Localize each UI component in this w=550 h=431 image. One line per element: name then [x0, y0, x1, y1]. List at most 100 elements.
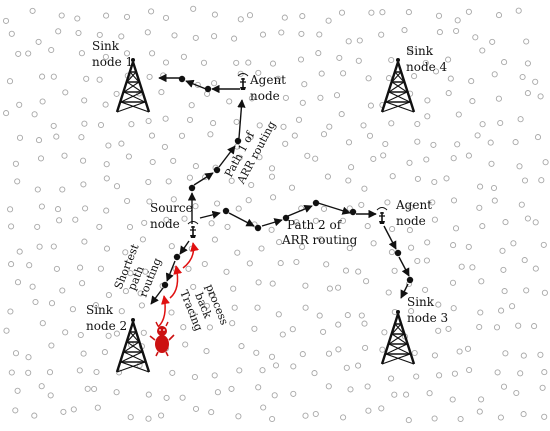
- sensor-node: [450, 242, 457, 249]
- sensor-node: [103, 12, 110, 19]
- sensor-node: [271, 392, 278, 399]
- sensor-node: [293, 219, 300, 226]
- sensor-node: [211, 80, 218, 87]
- sensor-node: [521, 177, 529, 184]
- sensor-node: [474, 132, 481, 139]
- sensor-node: [465, 243, 472, 250]
- sensor-node: [236, 367, 243, 374]
- sensor-node: [280, 123, 287, 130]
- sensor-node: [125, 153, 132, 160]
- sensor-node: [231, 35, 238, 42]
- sensor-node: [277, 260, 284, 267]
- sensor-node: [452, 225, 460, 232]
- sensor-node: [162, 115, 169, 122]
- sensor-node: [72, 216, 79, 223]
- sensor-node: [127, 414, 134, 421]
- sensor-node: [78, 134, 85, 141]
- sensor-node: [113, 90, 120, 97]
- svg-text:Path 2 of: Path 2 of: [287, 218, 343, 232]
- sensor-node: [179, 394, 186, 401]
- sensor-node: [81, 120, 88, 127]
- sensor-node: [301, 81, 308, 88]
- sensor-node: [276, 239, 283, 246]
- sensor-node: [102, 53, 109, 60]
- sensor-node: [224, 223, 231, 230]
- sensor-node: [406, 227, 413, 234]
- sensor-node: [80, 181, 87, 188]
- sensor-node: [53, 265, 60, 272]
- sensor-node: [76, 367, 83, 374]
- sensor-node: [256, 154, 263, 161]
- sensor-node: [380, 152, 387, 159]
- sensor-node: [509, 303, 516, 310]
- sensor-node: [203, 302, 210, 309]
- sensor-node: [335, 284, 342, 291]
- svg-text:Sink: Sink: [406, 44, 434, 58]
- sensor-node: [170, 157, 177, 164]
- sensor-node: [127, 270, 134, 277]
- sensor-node: [424, 239, 431, 246]
- sensor-node: [36, 243, 43, 250]
- svg-text:Sink: Sink: [86, 303, 114, 317]
- sensor-node: [317, 94, 324, 101]
- sensor-node: [171, 32, 178, 39]
- sensor-node: [214, 389, 221, 396]
- sensor-node: [324, 173, 331, 180]
- path-2-label: Path 2 of ARR routing: [281, 218, 358, 247]
- sensor-node: [457, 415, 464, 423]
- sensor-node: [502, 219, 509, 226]
- sensor-node: [379, 346, 386, 353]
- sensor-node: [524, 90, 531, 97]
- sensor-node: [81, 97, 88, 104]
- sensor-node: [254, 304, 261, 311]
- sensor-node: [148, 132, 156, 139]
- sensor-node: [389, 225, 396, 233]
- sensor-node: [207, 131, 214, 138]
- sensor-node: [520, 352, 527, 359]
- sensor-node: [429, 199, 436, 206]
- sensor-node: [445, 325, 452, 332]
- sensor-node: [519, 73, 526, 81]
- sensor-node: [96, 31, 103, 38]
- sensor-node: [478, 278, 485, 285]
- sensor-node: [29, 7, 36, 14]
- sensor-node: [48, 46, 55, 54]
- sensor-node: [472, 34, 479, 41]
- sensor-node: [521, 257, 528, 264]
- sensor-node: [54, 206, 62, 213]
- sensor-node: [320, 205, 328, 212]
- sensor-node: [356, 37, 363, 44]
- sensor-node: [299, 13, 306, 20]
- sensor-node: [113, 183, 121, 190]
- sensor-node: [97, 265, 104, 272]
- sensor-node: [320, 328, 327, 335]
- sensor-node: [69, 306, 76, 313]
- sensor-node: [414, 175, 421, 182]
- sensor-node: [237, 16, 244, 23]
- sensor-node: [405, 417, 412, 424]
- shortest-path-relay-nodes: [161, 253, 181, 289]
- source-node-antenna-icon: [187, 220, 199, 239]
- sensor-node: [15, 50, 22, 57]
- sensor-node: [325, 350, 333, 357]
- sensor-node: [268, 173, 276, 180]
- sensor-node: [189, 311, 196, 318]
- svg-text:Agent: Agent: [249, 73, 286, 87]
- sensor-node: [422, 59, 429, 66]
- sensor-node: [14, 387, 21, 394]
- sensor-node: [344, 312, 351, 319]
- sensor-node: [274, 75, 282, 82]
- sensor-node: [138, 302, 145, 309]
- sensor-node: [431, 178, 438, 186]
- sensor-node: [75, 29, 82, 37]
- sensor-node: [59, 186, 66, 193]
- sensor-node: [342, 267, 350, 274]
- sensor-node: [14, 178, 21, 185]
- sensor-node: [469, 98, 476, 105]
- sensor-field: [2, 5, 549, 424]
- sensor-node: [532, 78, 539, 85]
- sensor-node: [436, 372, 443, 379]
- sensor-node: [230, 285, 237, 292]
- sensor-node: [253, 349, 260, 356]
- sensor-node: [178, 132, 186, 139]
